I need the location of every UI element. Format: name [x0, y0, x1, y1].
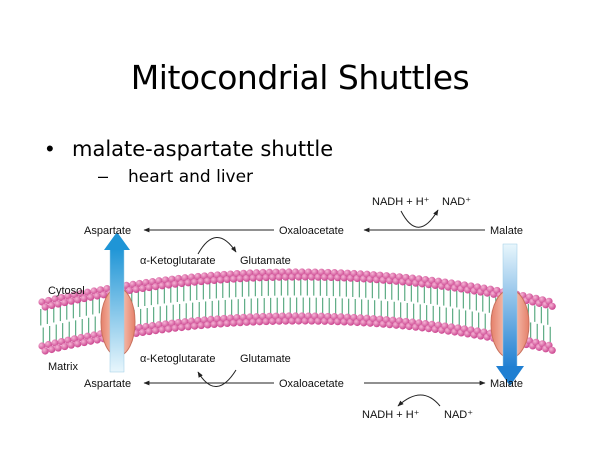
bullet-dot: • — [46, 136, 54, 161]
lipid-head — [145, 283, 153, 292]
matrix-label: Matrix — [48, 361, 78, 373]
lipid-head — [548, 302, 556, 310]
nad-nadh-arc-bottom — [397, 394, 441, 407]
glutamate-top: Glutamate — [240, 255, 291, 267]
lipid-head — [548, 346, 556, 354]
nadh-bottom: NADH + H⁺ — [362, 409, 420, 421]
down-transport-arrow — [496, 243, 524, 386]
lipid-head — [158, 326, 166, 334]
ketoglutarate-top: α-Ketoglutarate — [140, 255, 215, 267]
bullet-sub: heart and liver — [128, 167, 254, 187]
lipid-head — [171, 324, 179, 332]
lipid-head — [165, 325, 173, 333]
lipid-head — [243, 274, 251, 282]
lipid-head — [126, 286, 134, 295]
nad-top: NAD⁺ — [442, 196, 471, 208]
lipid-head — [230, 319, 238, 327]
lipid-head — [204, 321, 212, 329]
lipid-head — [275, 317, 283, 325]
glutamate-bottom: Glutamate — [240, 353, 291, 365]
lipid-head — [197, 321, 205, 330]
lipid-head — [145, 327, 153, 336]
lipid-head — [48, 345, 56, 354]
lipid-head — [197, 277, 205, 286]
lipid-head — [210, 320, 218, 329]
lipid-head — [262, 273, 270, 282]
lipid-head — [80, 338, 88, 347]
lipid-head — [262, 317, 270, 326]
oxaloacetate-bottom: Oxaloacetate — [279, 378, 344, 390]
lipid-head — [223, 319, 231, 328]
lipid-heads — [38, 268, 556, 355]
lipid-head — [204, 277, 212, 285]
lipid-head — [191, 278, 199, 286]
lipid-head — [243, 318, 251, 326]
slide-title: Mitocondrial Shuttles — [130, 58, 470, 97]
lipid-head — [80, 294, 88, 303]
lipid-head — [61, 342, 69, 351]
aspartate-top: Aspartate — [84, 225, 131, 237]
lipid-head — [210, 276, 218, 285]
lipid-head — [184, 323, 192, 331]
lipid-head — [217, 276, 225, 284]
lipid-head — [223, 275, 231, 284]
lipid-head — [275, 273, 283, 281]
nadh-top: NADH + H⁺ — [372, 196, 430, 208]
lipid-head — [171, 280, 179, 288]
malate-bottom: Malate — [490, 378, 523, 390]
lipid-head — [61, 298, 69, 307]
nadh-nad-arc-top — [400, 209, 439, 228]
lipid-head — [269, 273, 277, 281]
aspartate-bottom: Aspartate — [84, 378, 131, 390]
lipid-head — [256, 318, 264, 326]
lipid-head — [269, 317, 277, 325]
lipid-head — [165, 281, 173, 289]
lipid-head — [48, 301, 56, 310]
lipid-head — [100, 291, 108, 299]
lipid-head — [87, 293, 95, 301]
lipid-head — [74, 340, 82, 348]
lipid-head — [41, 303, 49, 311]
lipid-head — [67, 341, 75, 349]
lipid-head — [139, 328, 147, 337]
lipid-head — [178, 323, 186, 332]
lipid-head — [87, 337, 95, 345]
up-transport-arrow — [104, 232, 130, 373]
cytosol-label: Cytosol — [48, 285, 85, 297]
lipid-head — [236, 275, 244, 283]
lipid-head — [41, 347, 49, 355]
lipid-head — [54, 300, 62, 308]
lipid-head — [178, 279, 186, 288]
oxaloacetate-top: Oxaloacetate — [279, 225, 344, 237]
lipid-head — [236, 319, 244, 327]
nad-bottom: NAD⁺ — [444, 409, 473, 421]
lipid-head — [152, 327, 160, 335]
lipid-head — [158, 282, 166, 290]
lipid-head — [93, 292, 101, 300]
lipid-head — [230, 275, 238, 283]
lipid-head — [67, 297, 75, 305]
lipid-head — [132, 285, 140, 294]
bullet-main: malate-aspartate shuttle — [72, 137, 334, 161]
lipid-tails — [40, 279, 551, 344]
lipid-head — [191, 322, 199, 330]
lipid-head — [152, 283, 160, 291]
lipid-head — [54, 344, 62, 352]
lipid-head — [256, 274, 264, 282]
lipid-head — [249, 318, 257, 326]
glutamate-ketoglutarate-arc-bottom — [197, 369, 237, 387]
ketoglutarate-bottom: α-Ketoglutarate — [140, 353, 215, 365]
lipid-head — [139, 284, 147, 293]
lipid-head — [74, 296, 82, 304]
lipid-head — [249, 274, 257, 282]
malate-top: Malate — [490, 225, 523, 237]
sub-bullet-dash: – — [98, 166, 109, 186]
ketoglutarate-glutamate-arc-top — [197, 237, 237, 255]
lipid-head — [217, 320, 225, 328]
lipid-head — [93, 336, 101, 344]
lipid-head — [184, 279, 192, 287]
